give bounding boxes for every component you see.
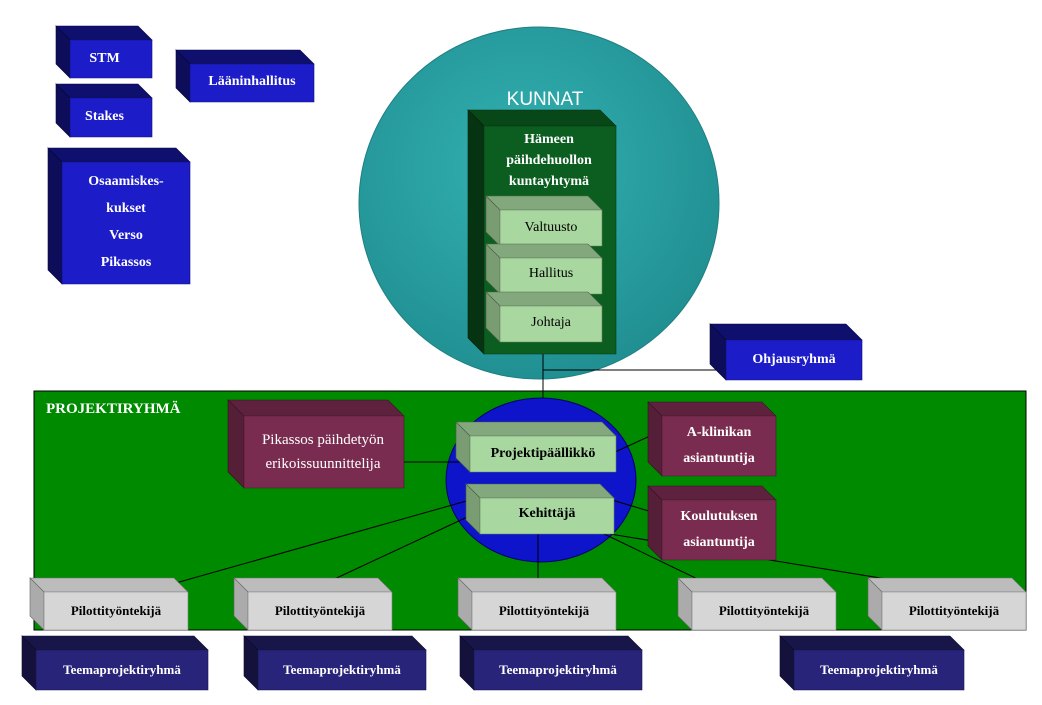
pilotti-box-3-front	[471, 591, 617, 631]
stakes-box-front	[69, 97, 153, 138]
teema-box-4-top	[779, 635, 965, 651]
kunnat-label: KUNNAT	[506, 89, 584, 111]
pilotti-label-1: Pilottityöntekijä	[70, 603, 162, 619]
teema-label-2: Teemaprojektiryhmä	[283, 662, 401, 678]
teema-label-1: Teemaprojektiryhmä	[63, 662, 181, 678]
teema-box-1-top	[21, 635, 209, 651]
org-line-2: päihdehuollon	[506, 152, 592, 168]
teema-label-4: Teemaprojektiryhmä	[820, 662, 938, 678]
pilotti-box-1-front	[43, 591, 189, 631]
osaamiskeskukset-label: Osaamiskes- kukset Verso Pikassos	[62, 162, 190, 282]
osaamis-line-2: kukset	[106, 201, 146, 216]
teema-box-2-top	[243, 635, 427, 651]
pilotti-label-4: Pilottityöntekijä	[718, 603, 810, 619]
pilotti-box-5-front	[881, 591, 1027, 631]
connector-lines	[157, 344, 906, 589]
osaamiskeskukset-box-front	[61, 161, 191, 285]
pilotti-box-4-front	[691, 591, 837, 631]
osaamis-line-3: Verso	[109, 228, 143, 243]
kehittaja-box-front	[479, 497, 615, 535]
pilotti-box-1-top	[29, 577, 189, 593]
koulutus-box-front	[661, 499, 777, 561]
pilotti-label-3: Pilottityöntekijä	[498, 603, 590, 619]
johtaja-box-front	[499, 305, 603, 343]
teema-box-1-front	[35, 649, 209, 691]
projektipaallikko-box-front	[469, 435, 617, 473]
osaamis-line-4: Pikassos	[100, 255, 152, 270]
pilotti-box-2-top	[233, 577, 393, 593]
stm-label: STM	[89, 50, 120, 66]
aklinikka-label: A-klinikan asiantuntija	[662, 416, 776, 476]
osaamis-line-1: Osaamiskes-	[88, 174, 164, 189]
pikassos-label: Pikassos päihdetyön erikoissuunnittelija	[243, 416, 403, 488]
koulutus-box-top	[647, 485, 777, 501]
organization-tower-side	[467, 109, 485, 355]
projektipaallikko-box-top	[455, 421, 617, 437]
valtuusto-label: Valtuusto	[524, 219, 578, 235]
aklinikka-line-2: asiantuntija	[683, 451, 755, 466]
pilotti-box-4-top	[677, 577, 837, 593]
stm-box-front	[69, 39, 153, 79]
pilotti-label-2: Pilottityöntekijä	[274, 603, 366, 619]
valtuusto-box-front	[499, 209, 603, 247]
ohjausryhma-label: Ohjausryhmä	[752, 351, 836, 367]
teema-label-3: Teemaprojektiryhmä	[499, 662, 617, 678]
laaninhallitus-box-front	[189, 63, 315, 103]
aklinikka-box-top	[647, 401, 777, 417]
org-line-3: kuntayhtymä	[508, 173, 590, 189]
johtaja-label: Johtaja	[531, 314, 571, 330]
stakes-label: Stakes	[85, 109, 124, 125]
koulutus-label: Koulutuksen asiantuntija	[662, 500, 776, 560]
teema-box-3-front	[473, 649, 643, 691]
pikassos-line-1: Pikassos päihdetyön	[261, 432, 385, 448]
projektiryhma-label: PROJEKTIRYHMÄ	[46, 400, 181, 417]
laaninhallitus-label: Lääninhallitus	[208, 73, 296, 89]
koulutus-line-1: Koulutuksen	[680, 509, 758, 524]
teema-box-3-top	[459, 635, 643, 651]
pilotti-box-5-top	[867, 577, 1027, 593]
teema-box-4-front	[793, 649, 965, 691]
pilotti-box-3-top	[457, 577, 617, 593]
line-pilot-2	[327, 511, 479, 583]
hallitus-label: Hallitus	[528, 265, 574, 281]
hallitus-box-front	[499, 257, 603, 295]
teema-box-2-front	[257, 649, 427, 691]
stm-box-top	[55, 25, 153, 41]
koulutus-line-2: asiantuntija	[683, 535, 755, 550]
organization-label: Hämeen päihdehuollon kuntayhtymä	[484, 128, 614, 192]
pilotti-box-2-front	[247, 591, 393, 631]
ohjausryhma-box-top	[709, 323, 863, 341]
valtuusto-box-top	[485, 195, 603, 211]
kehittaja-label: Kehittäjä	[518, 505, 576, 521]
aklinikka-box-front	[661, 415, 777, 477]
osaamiskeskukset-box-top	[47, 147, 191, 163]
stakes-box-top	[55, 83, 153, 99]
ohjausryhma-box-front	[725, 339, 863, 381]
line-koulutus	[611, 499, 653, 513]
pikassos-line-2: erikoissuunnittelija	[265, 456, 381, 472]
pikassos-box-front	[243, 415, 405, 489]
johtaja-box-top	[485, 291, 603, 307]
osaamiskeskukset-box-side	[47, 147, 63, 285]
line-pilot-1	[157, 499, 471, 589]
pilotti-label-5: Pilottityöntekijä	[908, 603, 1000, 619]
org-line-1: Hämeen	[524, 131, 574, 147]
projektipaallikko-label: Projektipäällikkö	[490, 445, 596, 461]
line-aklinikka	[614, 435, 651, 453]
aklinikka-line-1: A-klinikan	[686, 425, 752, 440]
pikassos-box-top	[227, 399, 405, 417]
line-pilot-4	[599, 531, 713, 587]
